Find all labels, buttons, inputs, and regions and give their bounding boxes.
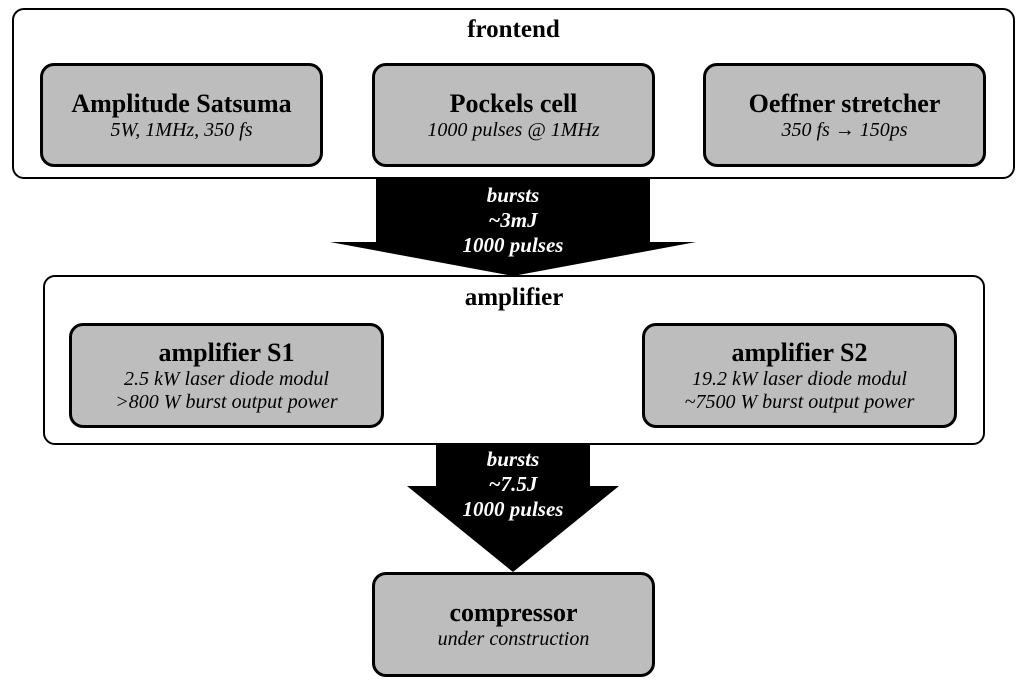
frontend-title: frontend	[467, 16, 560, 43]
arrow-label-line: ~7.5J	[488, 472, 538, 496]
node-title: amplifier S1	[158, 337, 295, 367]
node-title: compressor	[449, 598, 578, 627]
arrow-label-amplifier-to-compressor: bursts ~7.5J 1000 pulses	[414, 447, 612, 522]
arrow-amplifier-to-compressor	[407, 444, 619, 572]
node-compressor: compressor under construction	[372, 572, 655, 677]
node-subtitle: 5W, 1MHz, 350 fs	[110, 118, 253, 141]
node-title: amplifier S2	[731, 337, 868, 367]
node-amplifier-s2: amplifier S2 19.2 kW laser diode modul ~…	[642, 323, 957, 428]
node-title: Oeffner stretcher	[748, 88, 941, 118]
node-line: 2.5 kW laser diode modul	[124, 367, 329, 390]
node-amplitude-satsuma: Amplitude Satsuma 5W, 1MHz, 350 fs	[40, 63, 323, 167]
node-title: Amplitude Satsuma	[71, 88, 292, 118]
node-oeffner-stretcher: Oeffner stretcher 350 fs → 150ps	[703, 63, 986, 167]
node-amplifier-s1: amplifier S1 2.5 kW laser diode modul >8…	[69, 323, 384, 428]
arrow-label-line: 1000 pulses	[433, 374, 535, 398]
arrow-label-frontend-to-amplifier: bursts ~3mJ 1000 pulses	[414, 183, 612, 258]
node-subtitle: 350 fs → 150ps	[781, 118, 908, 141]
node-line: >800 W burst output power	[115, 390, 338, 413]
node-line: ~7500 W burst output power	[684, 390, 915, 413]
amplifier-title: amplifier	[464, 284, 564, 311]
arrow-label-line: ~3mJ	[488, 208, 538, 232]
node-pockels-cell: Pockels cell 1000 pulses @ 1MHz	[372, 63, 655, 167]
arrow-frontend-to-amplifier	[330, 178, 696, 276]
arrow-label-line: bursts	[486, 183, 540, 207]
arrow-label-line: bursts	[486, 447, 540, 471]
arrow-label-line: 1000 pulses	[462, 233, 564, 257]
node-title: Pockels cell	[449, 88, 578, 118]
node-subtitle: 1000 pulses @ 1MHz	[427, 118, 600, 141]
arrow-label-line: 1000 pulses	[462, 497, 564, 521]
arrow-label-line: ~800mJ/burst	[423, 349, 545, 373]
node-line: 19.2 kW laser diode modul	[692, 367, 907, 390]
arrow-label-s1-to-s2: ~800mJ/burst 1000 pulses	[384, 349, 584, 399]
node-subtitle: under construction	[437, 628, 590, 650]
